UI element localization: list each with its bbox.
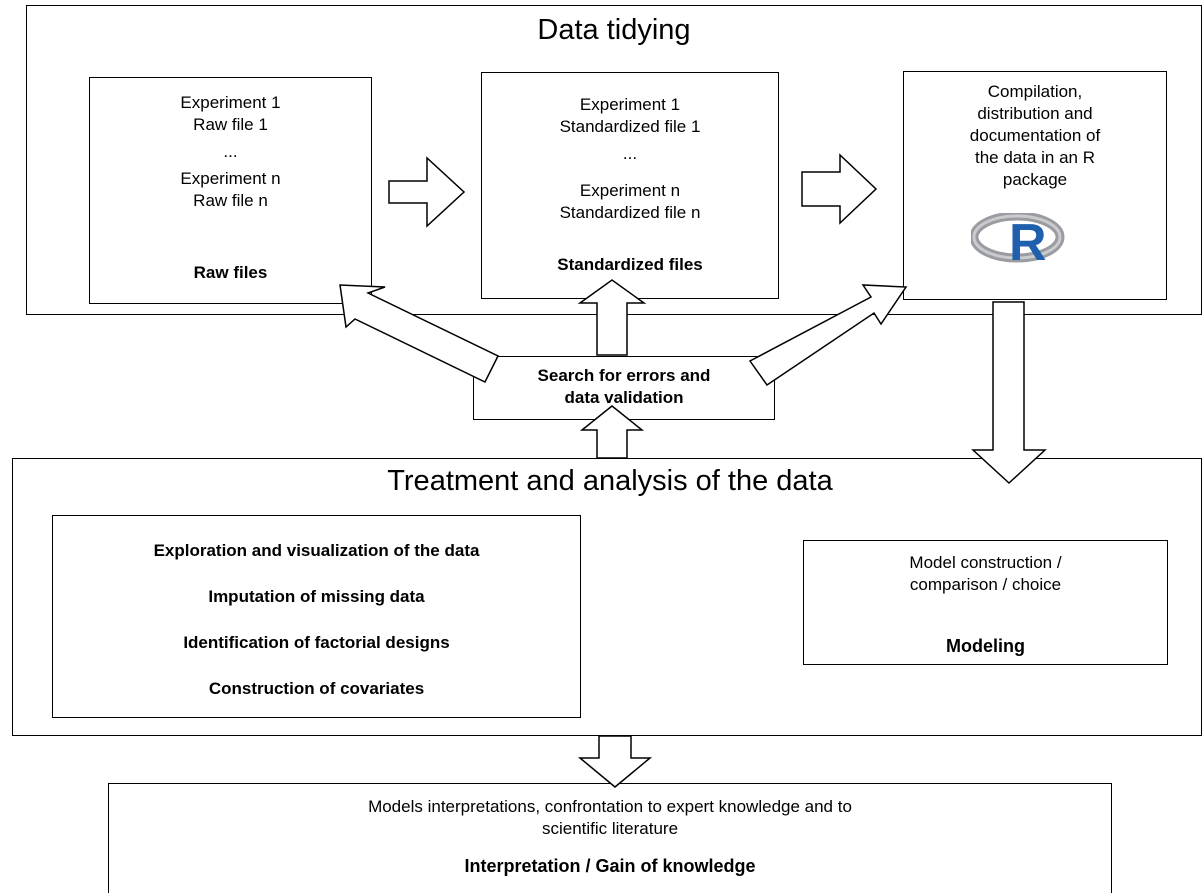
- modeling-content: Model construction / comparison / choice: [803, 552, 1168, 596]
- compilation-line: documentation of: [969, 126, 1101, 145]
- interpretation-label: Interpretation / Gain of knowledge: [464, 856, 756, 876]
- std-file-n: Standardized file n: [559, 203, 701, 222]
- arrow-compilation-to-treatment: [971, 301, 1047, 485]
- interpretation-box: [108, 783, 1112, 893]
- raw-file-n: Raw file n: [193, 191, 268, 210]
- validation-line-1: Search for errors and: [537, 366, 711, 385]
- modeling-label: Modeling: [946, 636, 1025, 656]
- standardized-files-box: [481, 72, 779, 299]
- std-file-1: Standardized file 1: [559, 117, 701, 136]
- arrow-treatment-to-interpretation: [577, 735, 653, 788]
- std-ellipsis: ...: [622, 144, 638, 163]
- task-item: Exploration and visualization of the dat…: [153, 541, 480, 560]
- task-item: Identification of factorial designs: [183, 633, 450, 652]
- compilation-line: Compilation,: [987, 82, 1083, 101]
- raw-files-content: Experiment 1 Raw file 1 ... Experiment n…: [89, 92, 372, 212]
- raw-ellipsis: ...: [223, 142, 238, 161]
- raw-experiment-n: Experiment n: [180, 169, 281, 188]
- std-experiment-1: Experiment 1: [579, 95, 681, 114]
- compilation-box: [903, 71, 1167, 300]
- std-experiment-n: Experiment n: [579, 181, 681, 200]
- arrow-validation-to-raw: [339, 284, 500, 383]
- arrow-validation-to-compilation: [748, 284, 908, 387]
- r-logo-icon: R: [971, 213, 1065, 265]
- validation-box: [473, 356, 775, 420]
- interpretation-line-1: Models interpretations, confrontation to…: [368, 797, 852, 816]
- arrow-treatment-to-validation: [579, 405, 645, 459]
- validation-content: Search for errors and data validation: [473, 365, 775, 409]
- raw-files-box: [89, 77, 372, 304]
- raw-experiment-1: Experiment 1: [180, 93, 281, 112]
- modeling-line-1: Model construction /: [909, 553, 1062, 572]
- modeling-line-2: comparison / choice: [909, 575, 1062, 594]
- tasks-box: [52, 515, 581, 718]
- arrow-validation-to-standardized: [577, 279, 647, 356]
- interpretation-content: Models interpretations, confrontation to…: [108, 796, 1112, 840]
- data-tidying-title: Data tidying: [537, 14, 691, 46]
- compilation-line: distribution and: [977, 104, 1093, 123]
- validation-line-2: data validation: [564, 388, 684, 407]
- arrow-raw-to-standardized: [388, 156, 466, 228]
- modeling-box: [803, 540, 1168, 665]
- standardized-files-content: Experiment 1 Standardized file 1 ... Exp…: [481, 94, 779, 224]
- interpretation-line-2: scientific literature: [541, 819, 679, 838]
- arrow-standardized-to-compilation: [801, 153, 878, 225]
- task-item: Construction of covariates: [208, 679, 425, 698]
- raw-file-1: Raw file 1: [193, 115, 268, 134]
- raw-files-label: Raw files: [193, 263, 268, 282]
- compilation-content: Compilation, distribution and documentatio…: [903, 81, 1167, 191]
- r-logo-letter: R: [1009, 214, 1047, 265]
- task-item: Imputation of missing data: [208, 587, 425, 606]
- treatment-title: Treatment and analysis of the data: [387, 465, 833, 497]
- standardized-files-label: Standardized files: [557, 255, 703, 274]
- compilation-line: the data in an R: [974, 148, 1096, 167]
- compilation-line: package: [1002, 170, 1068, 189]
- tasks-list: Exploration and visualization of the dat…: [52, 540, 581, 724]
